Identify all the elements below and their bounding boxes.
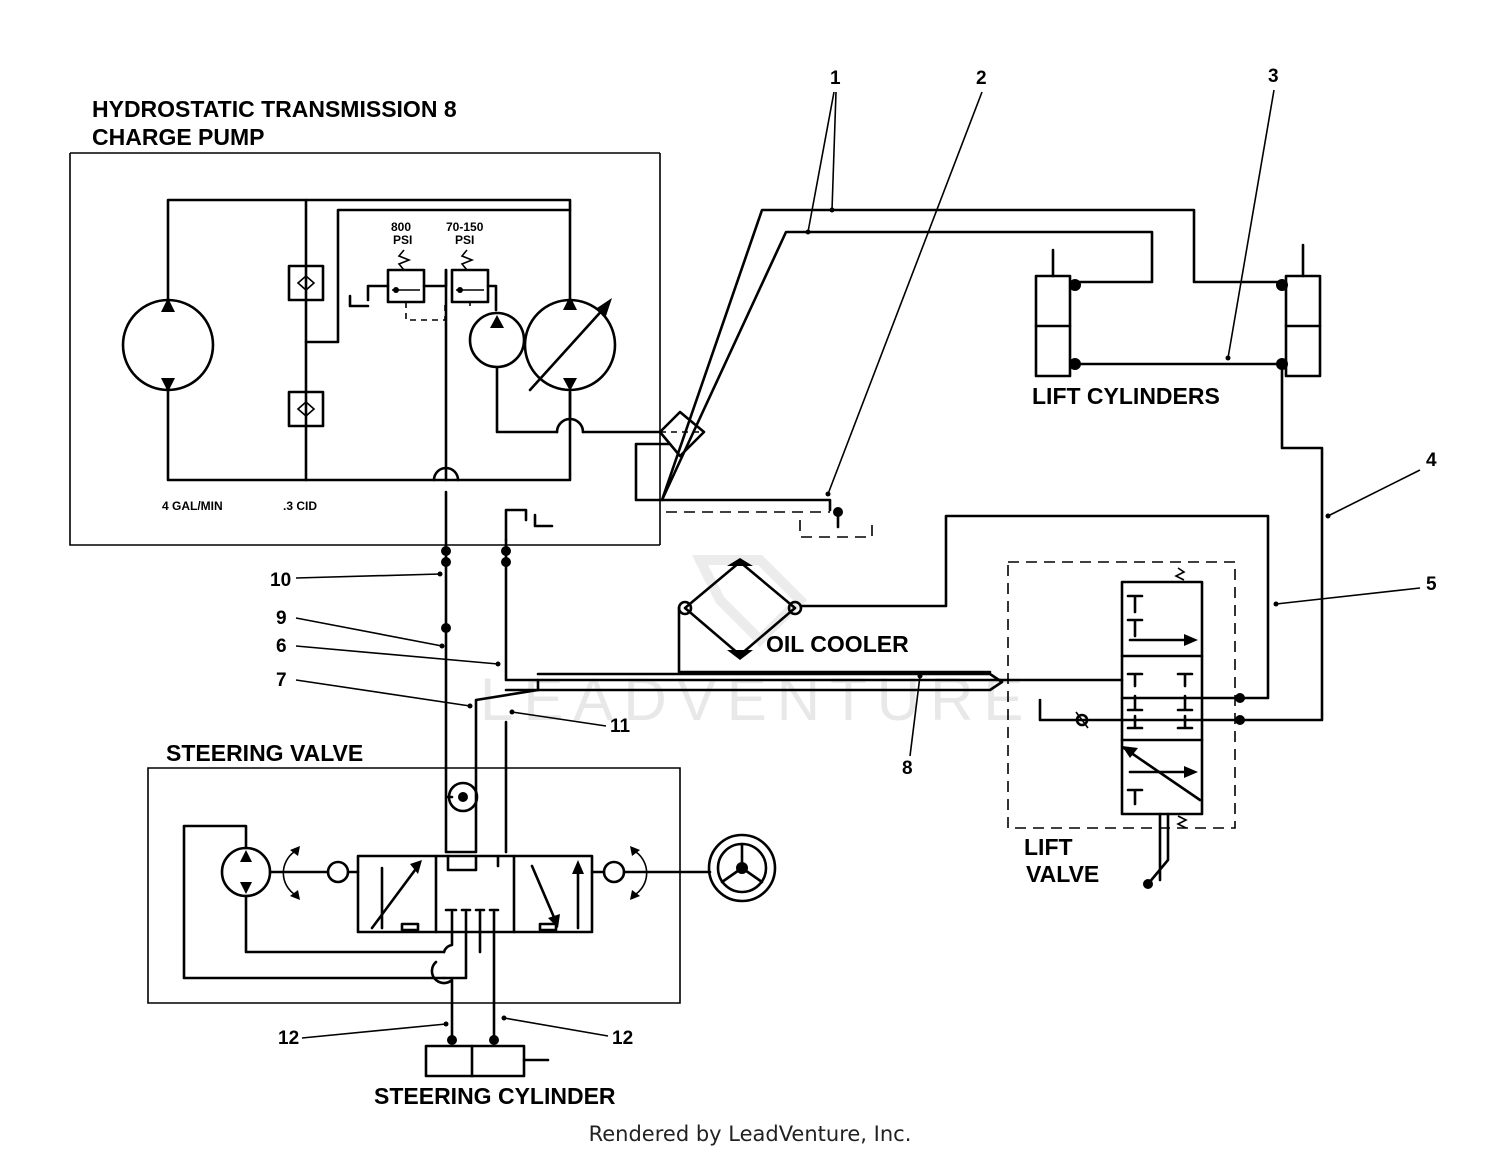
flow-rating-label: 4 GAL/MIN [162, 499, 223, 513]
main-lines [441, 546, 1002, 854]
lift-valve-label-line1: LIFT [1024, 834, 1073, 860]
lift-valve: LIFT VALVE [998, 561, 1245, 889]
callout-1: 1 [830, 68, 841, 89]
relief-70-150-value: 70-150 [446, 220, 484, 234]
relief-70-150-unit: PSI [455, 233, 474, 247]
callout-3: 3 [1268, 66, 1279, 87]
callout-12-left: 12 [278, 1028, 299, 1049]
render-credit: Rendered by LeadVenture, Inc. [588, 1122, 912, 1146]
callout-8: 8 [902, 758, 913, 779]
check-valve-icon [287, 264, 325, 302]
oil-cooler: OIL COOLER [677, 514, 1270, 700]
lift-valve-label-line2: VALVE [1026, 861, 1099, 887]
filter-reservoir [634, 208, 1284, 538]
watermark: LEADVENTURE [480, 555, 1033, 733]
hydraulic-motor-icon [121, 298, 215, 392]
relief-valve-70-150-icon [450, 268, 490, 304]
relief-800-value: 800 [391, 220, 411, 234]
check-valve-icon [287, 390, 325, 428]
transmission-title-line2: CHARGE PUMP [92, 124, 265, 150]
hydraulic-schematic: LEADVENTURE HYDROSTATIC TRANSMISSION 8 C… [69, 66, 1437, 1109]
callout-5: 5 [1426, 574, 1437, 595]
steering-cylinder: STEERING CYLINDER [374, 1035, 616, 1109]
steering-valve-label: STEERING VALVE [166, 740, 363, 766]
callout-12-right: 12 [612, 1028, 633, 1049]
callouts: 1 2 3 4 5 6 7 8 9 10 11 12 [270, 66, 1437, 1049]
steering-wheel-icon [707, 833, 777, 903]
callout-9: 9 [276, 608, 287, 629]
lift-cylinders-label: LIFT CYLINDERS [1032, 383, 1220, 409]
steering-cylinder-icon [424, 1044, 526, 1078]
displacement-label: .3 CID [283, 499, 317, 513]
steering-valve: STEERING VALVE [147, 740, 777, 1042]
callout-2: 2 [976, 68, 987, 89]
transmission-title-line1: HYDROSTATIC TRANSMISSION 8 [92, 96, 457, 122]
relief-valve-800-icon [386, 268, 426, 304]
callout-7: 7 [276, 670, 287, 691]
lift-cylinders: LIFT CYLINDERS [1032, 243, 1324, 722]
relief-800-unit: PSI [393, 233, 412, 247]
callout-10: 10 [270, 570, 291, 591]
callout-4: 4 [1426, 450, 1437, 471]
steering-cylinder-label: STEERING CYLINDER [374, 1083, 616, 1109]
oil-cooler-label: OIL COOLER [766, 631, 909, 657]
filter-icon [658, 410, 706, 458]
callout-11: 11 [610, 716, 631, 737]
transmission-box: HYDROSTATIC TRANSMISSION 8 CHARGE PUMP 8… [69, 96, 662, 562]
callout-6: 6 [276, 636, 287, 657]
watermark-text: LEADVENTURE [480, 666, 1033, 733]
